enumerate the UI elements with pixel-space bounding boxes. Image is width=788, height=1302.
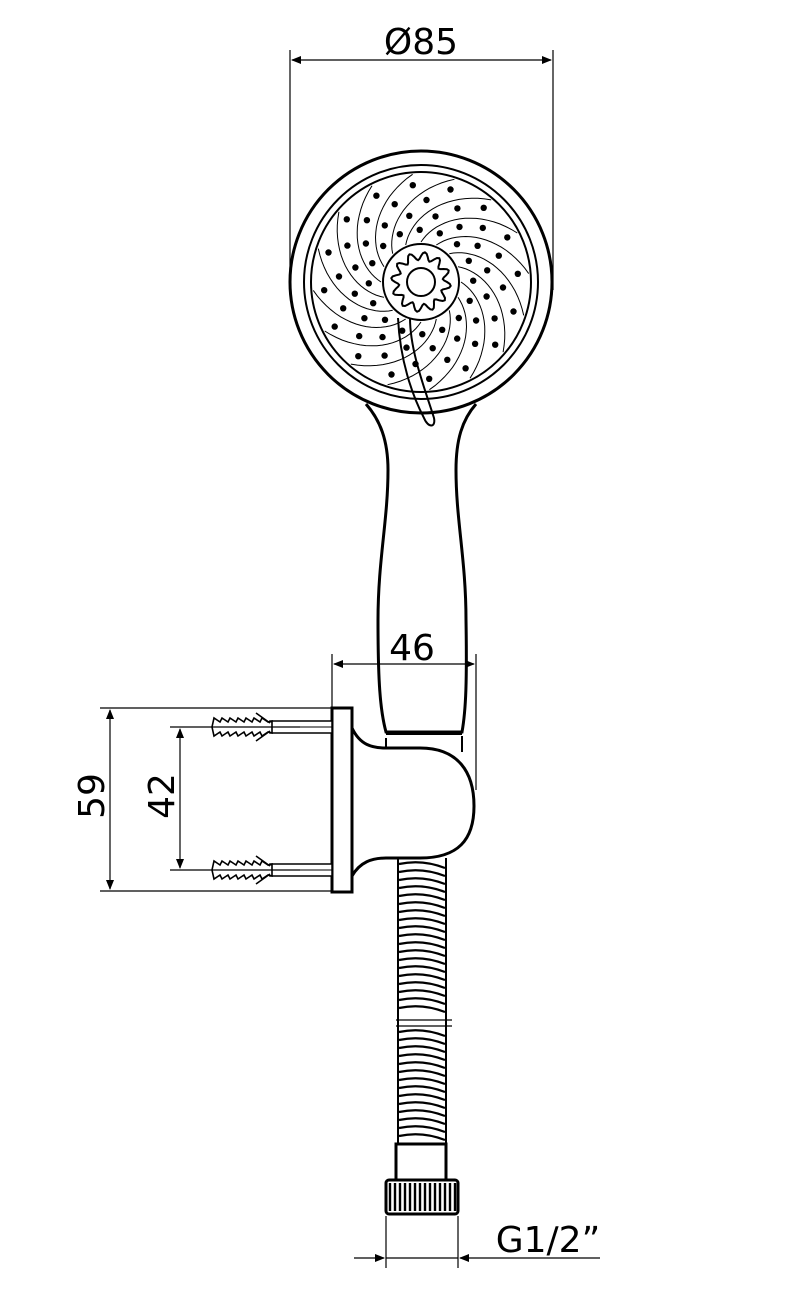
thread-label: G1/2” bbox=[496, 1220, 600, 1261]
shower-handle bbox=[364, 403, 478, 735]
wall-anchors bbox=[211, 712, 333, 885]
wall-bracket bbox=[330, 706, 476, 894]
handle-width-label: 46 bbox=[389, 628, 435, 669]
handle-width-dimension: 46 bbox=[331, 628, 477, 790]
spiral-spray-lines bbox=[312, 173, 530, 391]
screw-spacing-dimension: 42 bbox=[142, 726, 300, 871]
bracket-height-label: 59 bbox=[72, 773, 113, 819]
shower-head bbox=[288, 149, 554, 427]
shower-hose bbox=[396, 858, 452, 1144]
diameter-dimension: Ø85 bbox=[289, 22, 554, 290]
diameter-label: Ø85 bbox=[384, 22, 458, 63]
screw-spacing-label: 42 bbox=[142, 773, 183, 819]
thread-dimension: G1/2” bbox=[354, 1216, 600, 1268]
center-gear-ring bbox=[390, 251, 452, 313]
hose-nut bbox=[384, 1142, 460, 1216]
bracket-height-dimension: 59 bbox=[72, 707, 332, 892]
spray-nozzles bbox=[321, 182, 521, 382]
